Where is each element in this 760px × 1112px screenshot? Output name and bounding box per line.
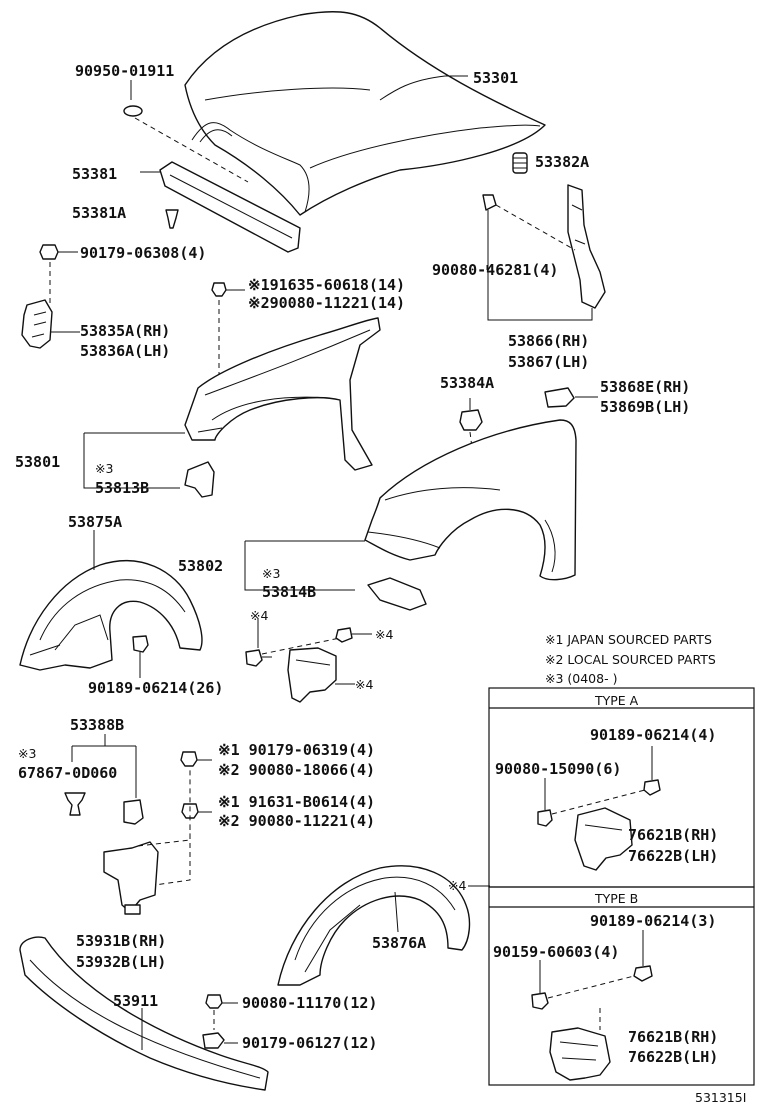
label-53381: 53381: [72, 165, 117, 183]
clip-53388B: [123, 799, 144, 825]
bracket-53814B: [367, 577, 427, 611]
note-marker-4d: ※4: [448, 878, 466, 893]
label-90080-11170: 90080-11170(12): [242, 994, 377, 1012]
diagram-code: 531315I: [695, 1090, 746, 1105]
label-53802: 53802: [178, 557, 223, 575]
clip-53381A: [165, 209, 179, 229]
note-date-range: ※3 (0408- ): [545, 671, 617, 686]
seal-53868E: [544, 387, 598, 408]
note-local-sourced: ※2 LOCAL SOURCED PARTS: [545, 652, 716, 667]
note-japan-sourced: ※1 JAPAN SOURCED PARTS: [545, 632, 712, 647]
typeb-screw: [531, 960, 549, 1010]
screw-90189-06214: [132, 635, 149, 678]
seal-53384A: [459, 398, 483, 431]
typeb-mudguard: [549, 1027, 611, 1081]
note-marker-3c: ※3: [18, 746, 36, 761]
clip-67867: [64, 792, 86, 816]
bolt-90179-06319: [180, 751, 198, 767]
label-90080-18066: ※2 90080-18066(4): [218, 761, 375, 779]
label-53866: 53866(RH): [508, 332, 589, 350]
label-typeb-90159: 90159-60603(4): [493, 943, 619, 961]
label-90950-01911: 90950-01911: [75, 62, 174, 80]
note-marker-4b: ※4: [375, 627, 393, 642]
type-b-title: TYPE B: [594, 891, 638, 906]
label-53836A: 53836A(LH): [80, 342, 170, 360]
mudguard-n4: [287, 647, 355, 703]
label-53835A: 53835A(RH): [80, 322, 170, 340]
bracket-53931B: [103, 841, 159, 915]
typea-mudguard: [574, 807, 633, 871]
label-53381A: 53381A: [72, 204, 126, 222]
label-90080-46281: 90080-46281(4): [432, 261, 558, 279]
nut-90179-06127: [202, 1032, 238, 1049]
label-53388B: 53388B: [70, 716, 124, 734]
label-67867-0D060: 67867-0D060: [18, 764, 117, 782]
label-53911: 53911: [113, 992, 158, 1010]
typeb-nut: [633, 930, 653, 982]
label-typeb-90189: 90189-06214(3): [590, 912, 716, 930]
label-typea-90189: 90189-06214(4): [590, 726, 716, 744]
label-53876A: 53876A: [372, 934, 426, 952]
front-spoiler-53911: [19, 936, 269, 1091]
note-marker-4c: ※4: [355, 677, 373, 692]
label-53814B: 53814B: [262, 583, 316, 601]
label-53875A: 53875A: [68, 513, 122, 531]
label-90080-11221-4: ※2 90080-11221(4): [218, 812, 375, 830]
label-91631-B0614: ※1 91631-B0614(4): [218, 793, 375, 811]
label-typea-90080: 90080-15090(6): [495, 760, 621, 778]
hood-hinge-53866: [482, 184, 606, 309]
label-53867: 53867(LH): [508, 353, 589, 371]
hood-cushion: [512, 152, 528, 174]
label-53801: 53801: [15, 453, 60, 471]
label-53869B: 53869B(LH): [600, 398, 690, 416]
label-typeb-76622B: 76622B(LH): [628, 1048, 718, 1066]
fender-liner-53875A: [19, 560, 203, 671]
fender-liner-53876A: [277, 865, 471, 986]
typea-screw: [537, 778, 553, 827]
type-b-box: [488, 886, 755, 1086]
label-53932B: 53932B(LH): [76, 953, 166, 971]
typea-nut: [643, 746, 661, 796]
note-marker-3a: ※3: [95, 461, 113, 476]
label-91635-60618: ※191635-60618(14): [248, 276, 405, 294]
bolt-91635-60618: [211, 282, 245, 297]
label-90179-06319: ※1 90179-06319(4): [218, 741, 375, 759]
hood-plug: [123, 105, 143, 117]
label-typea-76621B: 76621B(RH): [628, 826, 718, 844]
nut-n4: [335, 627, 372, 643]
label-53813B: 53813B: [95, 479, 149, 497]
bolt-90179-06308: [39, 244, 78, 260]
type-a-title: TYPE A: [594, 693, 639, 708]
hood-part: [184, 10, 546, 216]
label-90179-06308: 90179-06308(4): [80, 244, 206, 262]
label-typeb-76621B: 76621B(RH): [628, 1028, 718, 1046]
screw-n4: [245, 618, 272, 667]
label-53384A: 53384A: [440, 374, 494, 392]
label-53301: 53301: [473, 69, 518, 87]
front-fender-53802: [364, 419, 577, 581]
note-marker-4a: ※4: [250, 608, 268, 623]
label-90080-11221-14: ※290080-11221(14): [248, 294, 405, 312]
hood-seal-part: [140, 161, 301, 253]
label-53382A: 53382A: [535, 153, 589, 171]
bracket-53835A: [21, 299, 80, 349]
label-53931B: 53931B(RH): [76, 932, 166, 950]
fender-apron-53801: [184, 317, 381, 471]
bracket-53813B: [184, 461, 215, 498]
label-90179-06127: 90179-06127(12): [242, 1034, 377, 1052]
label-typea-76622B: 76622B(LH): [628, 847, 718, 865]
label-90189-06214-26: 90189-06214(26): [88, 679, 223, 697]
note-marker-3b: ※3: [262, 566, 280, 581]
bolt-90080-11170: [205, 994, 238, 1009]
label-53868E: 53868E(RH): [600, 378, 690, 396]
